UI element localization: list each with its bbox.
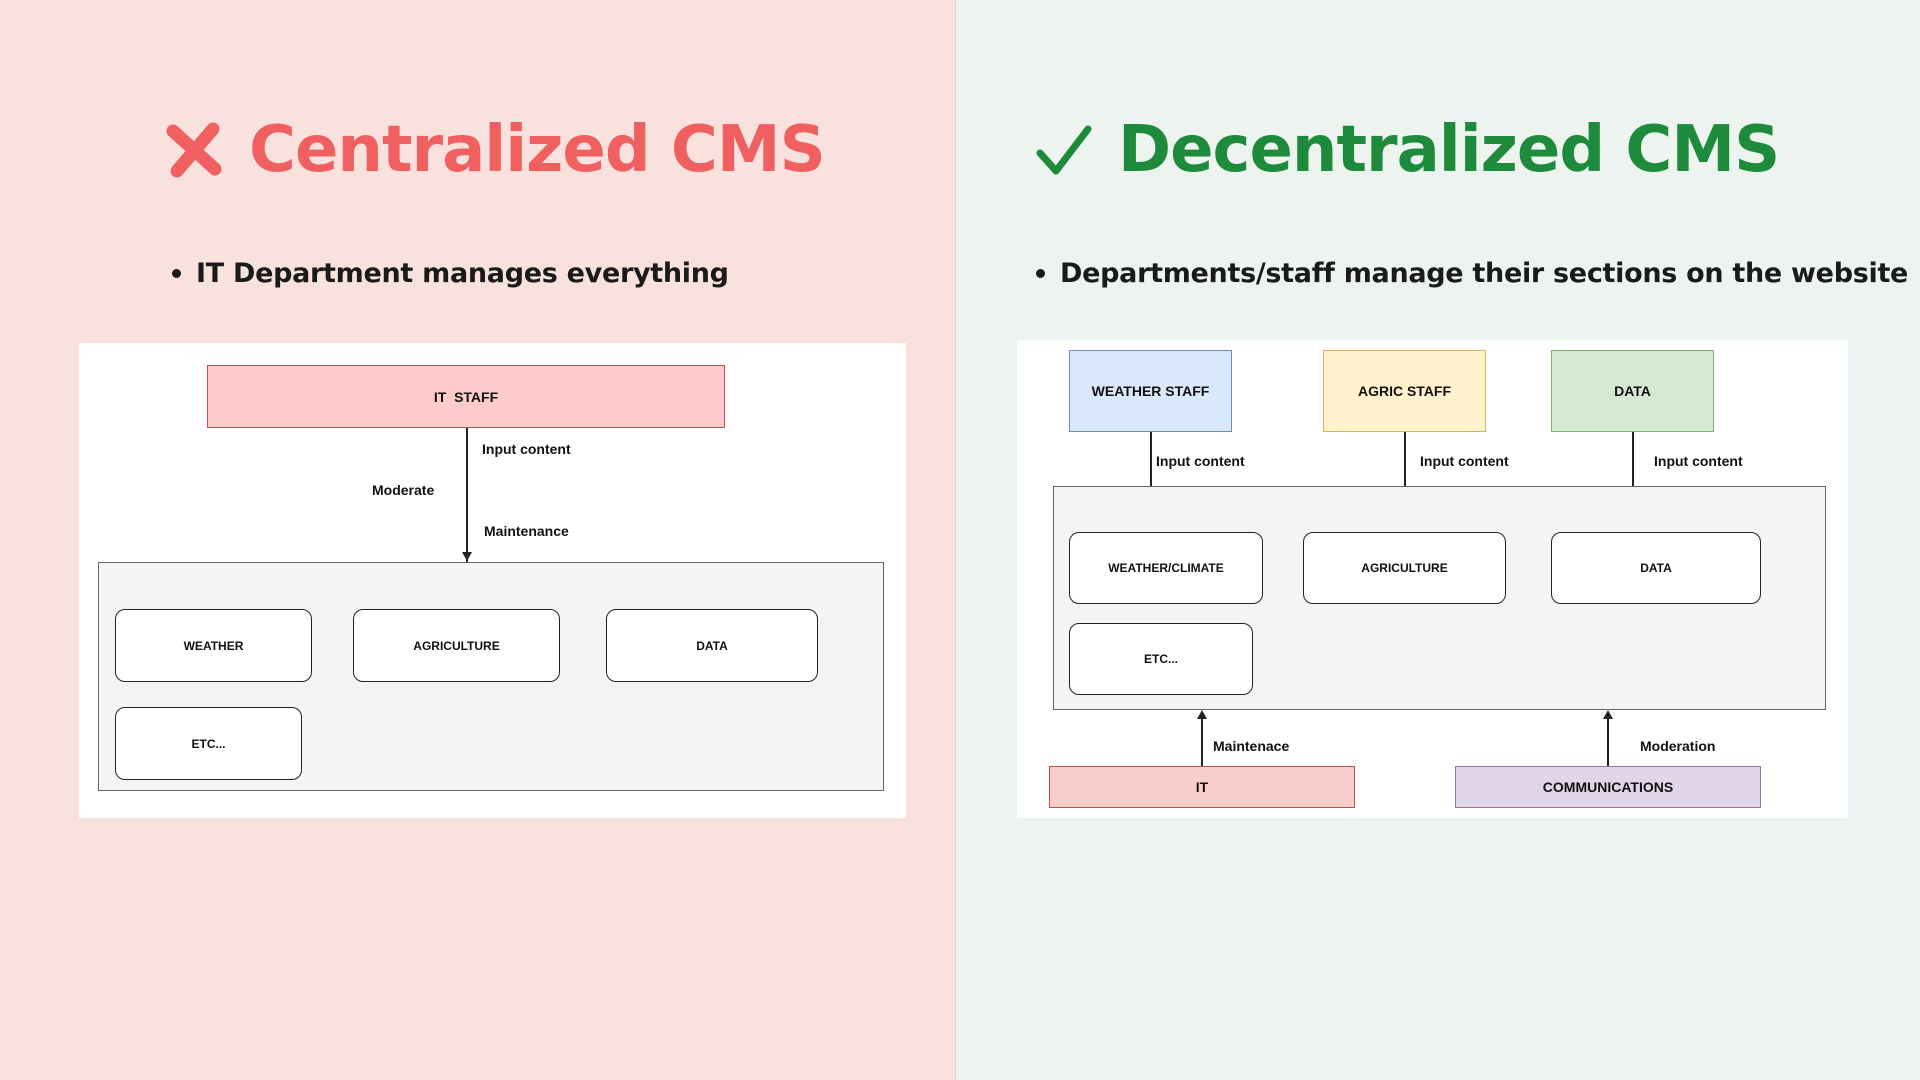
communications-box: COMMUNICATIONS [1455,766,1761,808]
maintenance-label: Maintenance [484,523,569,539]
agric-staff-box: AGRIC STAFF [1323,350,1486,432]
it-box: IT [1049,766,1355,808]
moderation-label: Moderation [1640,738,1716,754]
bullet-dot [1036,269,1045,278]
arrow-head [1603,710,1613,719]
input-content-label: Input content [1420,453,1509,469]
cross-icon [166,122,222,178]
connector-line [1150,432,1152,507]
decentralized-diagram: WEATHER STAFF AGRIC STAFF DATA Input con… [1017,340,1848,818]
section-weather-climate: WEATHER/CLIMATE [1069,532,1263,604]
section-agriculture: AGRICULTURE [353,609,560,682]
connector-line [466,428,468,596]
panel-divider [955,0,956,1080]
input-content-label: Input content [1156,453,1245,469]
it-staff-box: IT STAFF [207,365,725,428]
centralized-bullet: IT Department manages everything [172,258,729,289]
maintenance-label: Maintenace [1213,738,1290,754]
checkmark-icon [1036,125,1092,175]
centralized-heading: Centralized CMS [165,112,826,188]
moderate-label: Moderate [372,482,435,498]
section-weather: WEATHER [115,609,312,682]
decentralized-bullet: Departments/staff manage their sections … [1036,258,1908,289]
input-content-label: Input content [1654,453,1743,469]
section-etc: ETC... [115,707,302,780]
arrow-head [462,552,472,561]
arrow-head [1197,710,1207,719]
decentralized-title: Decentralized CMS [1118,113,1780,187]
section-data: DATA [606,609,818,682]
centralized-panel: Centralized CMS IT Department manages ev… [0,0,956,1080]
data-staff-box: DATA [1551,350,1714,432]
centralized-diagram: IT STAFF Input content Moderate Maintena… [79,343,906,818]
connector-line [1404,432,1406,507]
section-data: DATA [1551,532,1761,604]
centralized-title: Centralized CMS [249,113,826,187]
bullet-dot [172,269,181,278]
connector-line [1632,432,1634,507]
connector-line [1201,718,1203,776]
centralized-bullet-text: IT Department manages everything [196,258,729,289]
input-content-label: Input content [482,441,571,457]
weather-staff-box: WEATHER STAFF [1069,350,1232,432]
connector-line [1607,718,1609,776]
decentralized-heading: Decentralized CMS [1034,112,1780,188]
section-agriculture: AGRICULTURE [1303,532,1506,604]
section-etc: ETC... [1069,623,1253,695]
decentralized-bullet-text: Departments/staff manage their sections … [1060,258,1909,289]
